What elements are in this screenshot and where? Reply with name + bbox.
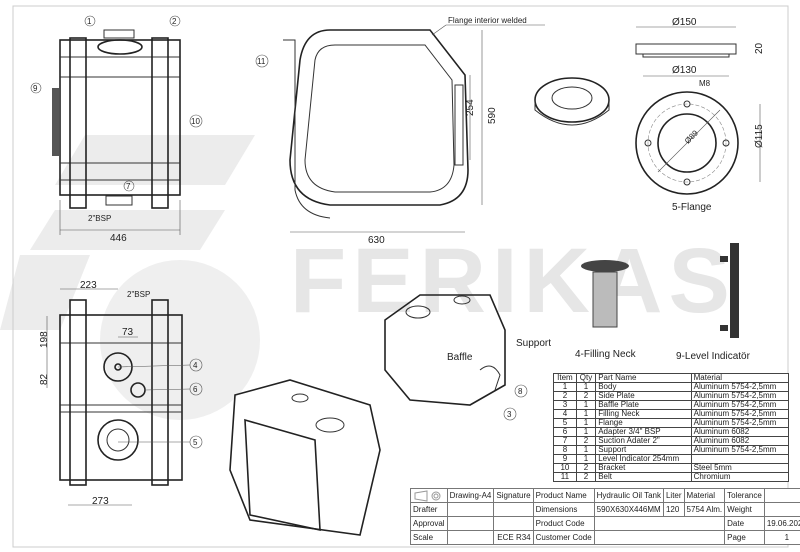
dim-73: 73 xyxy=(122,327,134,338)
drawing-frame xyxy=(12,5,789,548)
product-name: Hydraulic Oil Tank xyxy=(593,488,664,503)
callout-11: 11 xyxy=(257,57,266,66)
scale-label: Scale xyxy=(410,530,448,545)
filling-neck-caption: 4-Filling Neck xyxy=(575,349,637,360)
callout-4: 4 xyxy=(193,361,198,370)
page-label: Page xyxy=(724,530,765,545)
drafter-label: Drafter xyxy=(410,502,448,517)
tolerance-value xyxy=(763,488,800,503)
callout-2: 2 xyxy=(172,17,177,26)
dim-89: Ø89 xyxy=(683,128,700,145)
standard-value: ECE R34 xyxy=(493,530,534,545)
filling-neck-detail: 4-Filling Neck xyxy=(575,260,637,360)
dim-20: 20 xyxy=(754,42,765,54)
dimensions-value: 590X630X446MM xyxy=(593,502,664,517)
dim-115: Ø115 xyxy=(754,124,765,148)
customer-code-label: Customer Code xyxy=(532,530,595,545)
front-view: 446 2"BSP 1 2 9 10 7 xyxy=(30,15,203,244)
date-label: Date xyxy=(724,516,765,531)
cell-item: 11 xyxy=(553,472,577,482)
weight-label: Weight xyxy=(724,502,765,517)
dim-130: Ø130 xyxy=(672,65,697,76)
material-label: Material xyxy=(683,488,726,503)
dim-273: 273 xyxy=(92,496,109,507)
dim-630: 630 xyxy=(368,235,385,246)
approval-label: Approval xyxy=(410,516,448,531)
callout-9: 9 xyxy=(33,84,38,93)
flange-detail: Ø150 20 Ø130 M8 Ø89 Ø115 5-Flange xyxy=(635,17,765,213)
bottom-bsp-label: 2"BSP xyxy=(127,290,150,299)
callout-6: 6 xyxy=(193,385,198,394)
cell-material: Aluminum 5754-2,5mm xyxy=(690,445,790,455)
flange-caption: 5-Flange xyxy=(672,202,712,213)
level-indicator-caption: 9-Level Indicatör xyxy=(676,351,751,362)
bottom-view: 223 2"BSP 73 198 82 273 4 6 5 xyxy=(39,280,203,507)
projection-symbol-icon xyxy=(410,488,448,503)
dim-590: 590 xyxy=(487,107,498,124)
liter-value: 120 xyxy=(662,502,685,517)
watermark-text: FERIKAS xyxy=(290,230,736,332)
dim-82: 82 xyxy=(39,373,50,385)
product-code-value xyxy=(593,516,726,531)
customer-code-value xyxy=(593,530,726,545)
watermark: FERIKAS xyxy=(0,135,736,420)
level-indicator-detail: 9-Level Indicatör xyxy=(676,243,751,362)
flange-iso xyxy=(534,77,610,126)
cell-material: Chromium xyxy=(690,472,790,482)
cell-part-name: Belt xyxy=(595,472,692,482)
material-value: 5754 Alm. xyxy=(683,502,726,517)
cell-qty: 2 xyxy=(575,472,597,482)
callout-3: 3 xyxy=(507,410,512,419)
weight-value xyxy=(763,502,800,517)
product-name-label: Product Name xyxy=(532,488,595,503)
dim-198: 198 xyxy=(39,331,50,348)
iso-view-tank xyxy=(229,379,381,536)
page-value: 1 xyxy=(763,530,800,545)
callout-7: 7 xyxy=(126,182,131,191)
bsp-label: 2"BSP xyxy=(88,214,111,223)
date-value: 19.06.2025 xyxy=(763,516,800,531)
label-m8: M8 xyxy=(699,79,711,88)
label-support: Support xyxy=(516,338,551,349)
label-baffle: Baffle xyxy=(447,352,473,363)
flange-note: Flange interior welded xyxy=(448,16,527,25)
callout-10: 10 xyxy=(191,117,200,126)
dim-223: 223 xyxy=(80,280,97,291)
dim-446: 446 xyxy=(110,233,127,244)
callout-8: 8 xyxy=(518,387,523,396)
liter-label: Liter xyxy=(662,488,685,503)
side-view: 630 590 254 Flange interior welded 11 xyxy=(255,16,545,246)
callout-1: 1 xyxy=(87,17,92,26)
dimensions-label: Dimensions xyxy=(532,502,595,517)
title-block: Drawing-A4 Signature Product Name Hydrau… xyxy=(410,488,800,545)
callout-5: 5 xyxy=(193,438,198,447)
product-code-label: Product Code xyxy=(532,516,595,531)
dim-150: Ø150 xyxy=(672,17,697,28)
tolerance-label: Tolerance xyxy=(724,488,765,503)
iso-view-cutaway: Support Baffle 8 3 xyxy=(384,294,551,421)
drawing-size: Drawing-A4 xyxy=(446,488,495,503)
signature-label: Signature xyxy=(493,488,534,503)
dim-254: 254 xyxy=(465,99,476,116)
